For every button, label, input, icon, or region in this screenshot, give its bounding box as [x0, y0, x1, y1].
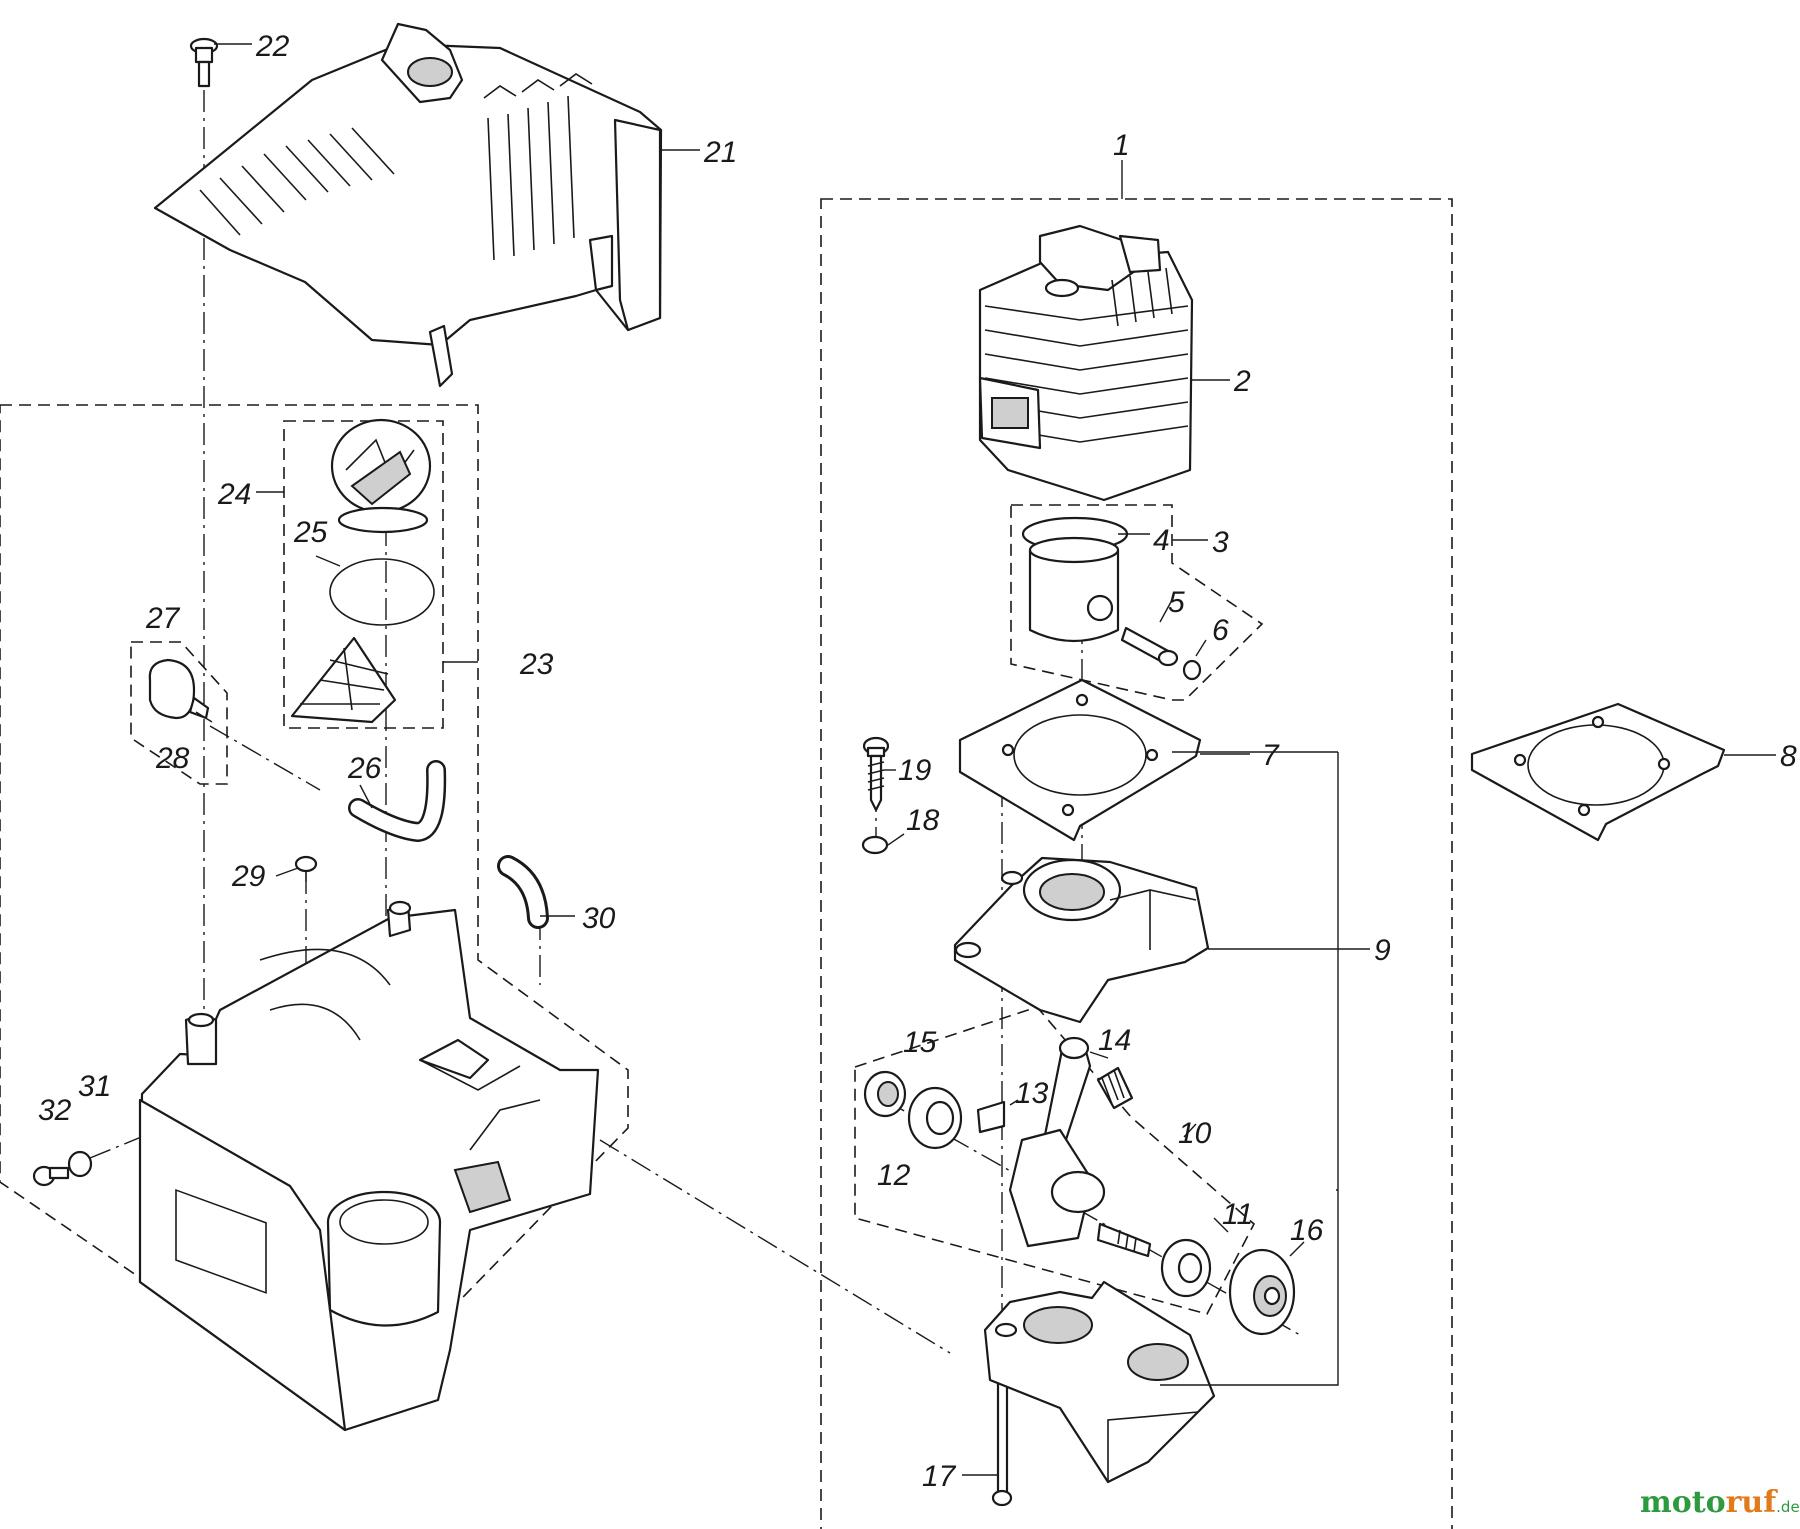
filter-element [290, 636, 397, 724]
callout-10: 10 [1178, 1117, 1212, 1150]
cylinder [978, 224, 1194, 502]
callout-12: 12 [877, 1159, 911, 1192]
filter-o-ring [329, 558, 435, 626]
axis-primer [209, 725, 321, 791]
callout-29: 29 [231, 860, 266, 893]
svg-text:motoruf.de: motoruf.de [1640, 1485, 1800, 1520]
ball-bearing-12 [907, 1086, 963, 1150]
callout-19: 19 [898, 754, 932, 787]
needle-bearing [1096, 1066, 1134, 1110]
piston-pin [1120, 626, 1179, 667]
ball-bearing-11 [1160, 1238, 1212, 1298]
axis-frame-link [599, 1139, 951, 1354]
circlip [1182, 659, 1202, 681]
callout-18: 18 [906, 804, 940, 837]
callout-9: 9 [1374, 934, 1391, 967]
piston [1028, 536, 1120, 643]
callout-7: 7 [1262, 739, 1280, 772]
engine-shroud [153, 22, 663, 388]
washer-18 [861, 835, 889, 855]
screw-29 [294, 855, 318, 882]
frame-air-filter [283, 420, 444, 729]
callout-13: 13 [1015, 1077, 1049, 1110]
callout-31: 31 [78, 1070, 111, 1103]
callout-26: 26 [347, 752, 382, 785]
screw-22 [189, 37, 219, 88]
callout-21: 21 [703, 136, 737, 169]
crankcase-lower [983, 1280, 1216, 1484]
callout-8: 8 [1780, 740, 1797, 773]
primer-bulb [148, 658, 213, 723]
callout-17: 17 [922, 1460, 957, 1493]
screw-32 [32, 1165, 70, 1187]
callout-24: 24 [217, 478, 251, 511]
callout-14: 14 [1098, 1024, 1131, 1057]
oil-seal-15 [863, 1070, 907, 1118]
callout-1: 1 [1113, 129, 1130, 162]
leader-lines [214, 43, 1776, 1476]
callout-4: 4 [1153, 524, 1170, 557]
callout-25: 25 [293, 516, 328, 549]
callout-5: 5 [1168, 586, 1185, 619]
callout-28: 28 [155, 742, 190, 775]
callout-22: 22 [255, 30, 290, 63]
filter-cover [330, 418, 432, 534]
crank-pin [976, 1100, 1006, 1134]
frame-cylinder-assembly [820, 198, 1453, 1529]
frame-piston-set [1010, 504, 1264, 701]
gasket-8 [1470, 702, 1726, 842]
washer-31 [67, 1150, 93, 1178]
screw-19 [862, 736, 890, 812]
axis-washer-31 [89, 1112, 201, 1159]
crankcase-upper [953, 856, 1210, 1024]
callout-11: 11 [1222, 1198, 1253, 1231]
oil-seal-16 [1228, 1248, 1296, 1336]
callout-labels: 1 2 3 4 5 6 7 8 9 10 11 12 13 14 15 16 1… [38, 30, 1797, 1493]
callout-32: 32 [38, 1094, 72, 1127]
frame-air-filter-housing [0, 404, 629, 1420]
callout-16: 16 [1290, 1214, 1324, 1247]
fuel-tank-housing [138, 900, 600, 1432]
callout-27: 27 [145, 602, 181, 635]
callout-23: 23 [519, 648, 554, 681]
callout-2: 2 [1233, 365, 1251, 398]
crankshaft [1008, 1036, 1152, 1258]
gasket-7 [958, 678, 1202, 842]
screw-17 [991, 1338, 1013, 1507]
callout-6: 6 [1212, 614, 1229, 647]
callout-30: 30 [582, 902, 616, 935]
watermark-logo: motoruf.de [1640, 1485, 1800, 1520]
frame-primer-bulb [130, 641, 228, 785]
callout-3: 3 [1212, 526, 1229, 559]
callout-15: 15 [903, 1026, 937, 1059]
